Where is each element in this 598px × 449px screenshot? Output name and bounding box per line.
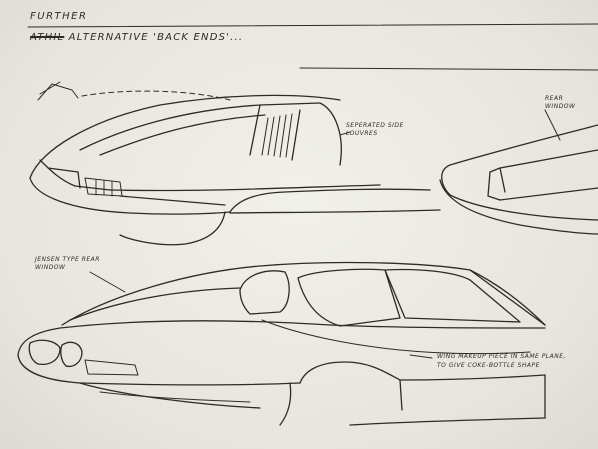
annotation-wing-makeup: WING MAKEUP PIECE IN SAME PLANE, TO GIVE… bbox=[437, 353, 566, 369]
header-struck-word: ATHIL bbox=[30, 32, 65, 43]
annotation-side-louvres: SEPERATED SIDE LOUVRES bbox=[346, 122, 404, 137]
top-car-sketch bbox=[29, 81, 441, 246]
header-subtitle: ATHIL ALTERNATIVE 'BACK ENDS'... bbox=[30, 33, 243, 43]
header-title: FURTHER bbox=[30, 11, 88, 22]
header-subtitle-text: ALTERNATIVE 'BACK ENDS'... bbox=[68, 32, 244, 43]
right-car-sketch bbox=[439, 109, 598, 235]
bottom-car-sketch bbox=[17, 261, 546, 426]
annotation-jensen-window: JENSEN TYPE REAR WINDOW bbox=[35, 256, 100, 271]
header-rules bbox=[27, 23, 598, 71]
annotation-rear-window: REAR WINDOW bbox=[545, 95, 576, 110]
